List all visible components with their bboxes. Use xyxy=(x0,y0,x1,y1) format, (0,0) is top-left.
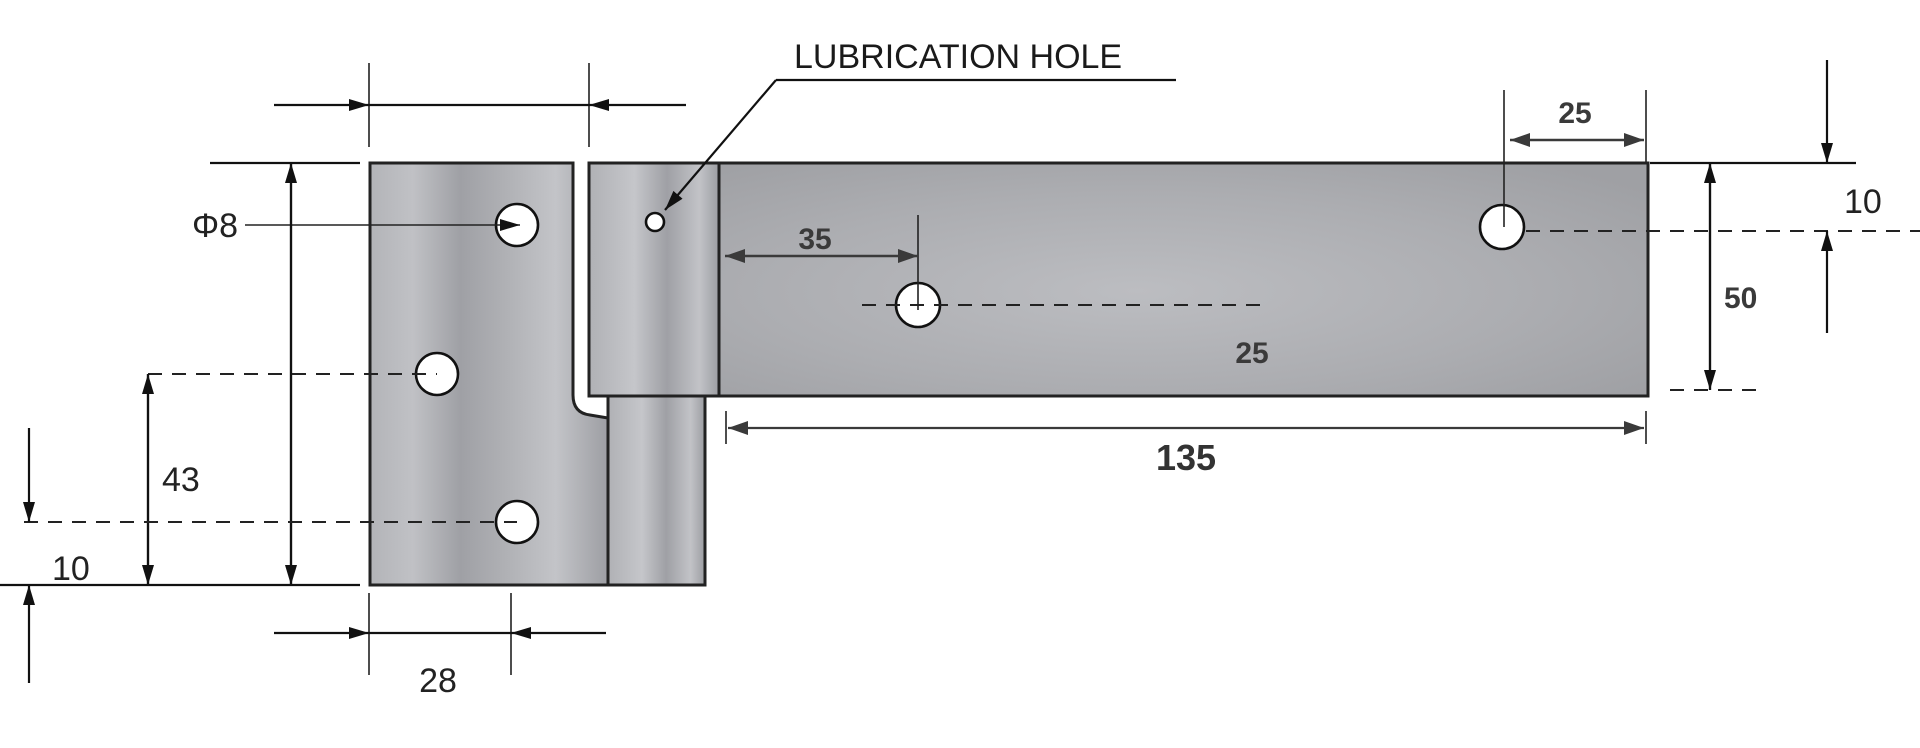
knuckle-upper xyxy=(587,161,721,398)
lubrication-hole-label: LUBRICATION HOLE xyxy=(794,38,1122,76)
svg-text:10: 10 xyxy=(52,550,90,588)
hole-spacing-43-dimension: 43 xyxy=(142,373,437,585)
svg-text:28: 28 xyxy=(419,662,457,700)
svg-text:50: 50 xyxy=(1724,282,1757,315)
lubrication-hole xyxy=(644,211,666,233)
right-hole-10-dimension: 10 xyxy=(1526,60,1920,333)
right-leaf-plate xyxy=(717,161,1650,398)
knuckle-lower xyxy=(606,394,707,587)
svg-text:25: 25 xyxy=(1235,337,1268,370)
svg-text:135: 135 xyxy=(1156,437,1216,478)
svg-text:10: 10 xyxy=(1844,183,1882,221)
lubrication-hole-callout: LUBRICATION HOLE xyxy=(664,38,1176,211)
svg-text:25: 25 xyxy=(1558,97,1591,130)
svg-text:35: 35 xyxy=(798,223,831,256)
leaf-hole-35-dimension: 35 xyxy=(725,215,919,310)
right-leaf-hole-right xyxy=(1478,203,1526,251)
leaf-hole-25-dimension: 25 xyxy=(862,304,1269,370)
right-hole-25-dimension: 25 xyxy=(1503,90,1647,227)
svg-text:43: 43 xyxy=(162,461,200,499)
hole-offset-28-dimension: 28 xyxy=(274,593,606,700)
leaf-length-135-dimension: 135 xyxy=(725,411,1647,478)
bottom-hole-offset-10-dimension: 10 xyxy=(23,428,517,683)
leaf-height-50-dimension: 50 xyxy=(1650,161,1856,391)
hole-diameter-label: Φ8 xyxy=(192,207,238,245)
left-leaf-height-dimension xyxy=(0,161,360,587)
top-width-dimension xyxy=(274,63,686,147)
